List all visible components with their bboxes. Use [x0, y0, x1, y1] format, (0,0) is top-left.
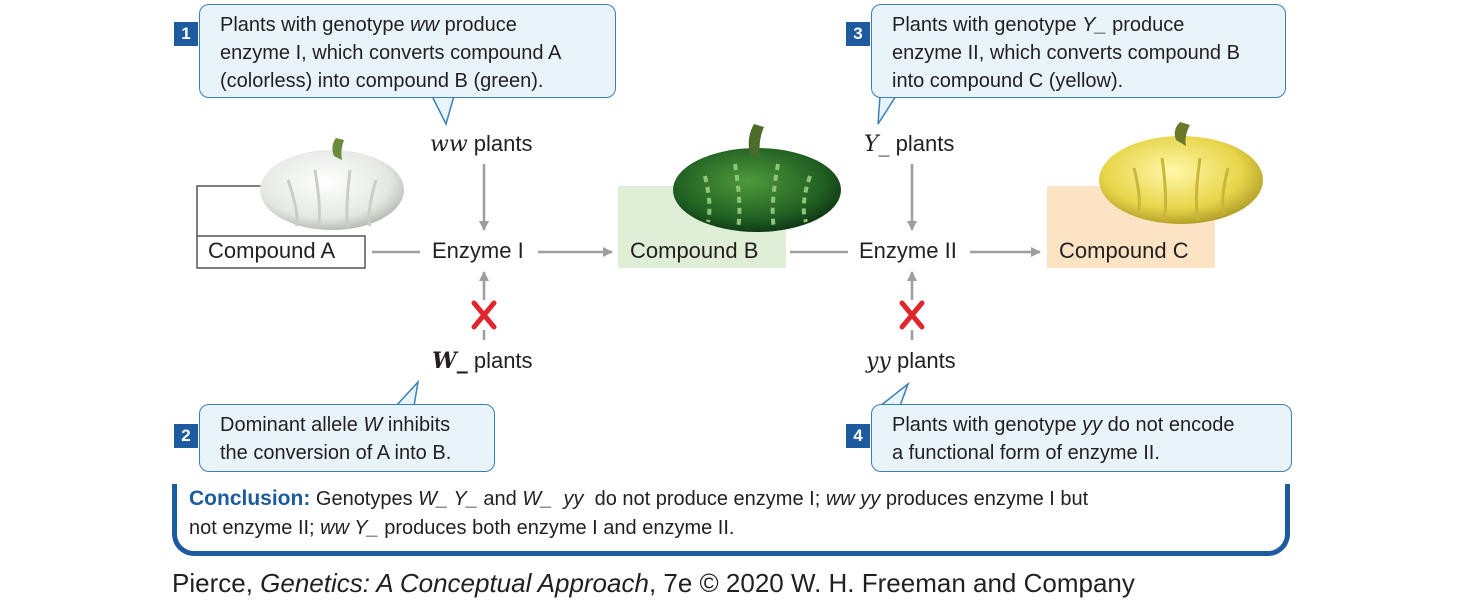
callout-1-pointer — [431, 95, 455, 127]
conclusion-heading: Conclusion: — [189, 487, 311, 510]
callout-2: Dominant allele W inhibits the conversio… — [199, 404, 495, 472]
compound-b-label: Compound B — [630, 238, 759, 263]
green-squash-image — [673, 124, 841, 232]
callout-4: Plants with genotype yy do not encode a … — [871, 404, 1292, 472]
callout-3-pointer — [877, 95, 897, 125]
step-3-badge: 3 — [846, 22, 870, 46]
enzyme-1-label: Enzyme I — [432, 238, 524, 263]
compound-a-bracket — [196, 185, 262, 236]
source-credit: Pierce, Genetics: A Conceptual Approach,… — [172, 568, 1135, 598]
block-cross-enzyme1 — [471, 300, 497, 330]
step-2-badge: 2 — [174, 424, 198, 448]
enzyme-2-label: Enzyme II — [859, 238, 957, 263]
step-4-badge: 4 — [846, 424, 870, 448]
yy-plants-label: yy plants — [866, 348, 956, 374]
conclusion-box: Conclusion: Genotypes W_ Y_ and W_ yy do… — [172, 484, 1290, 556]
callout-2-pointer — [395, 379, 420, 407]
compound-a-box — [196, 235, 366, 269]
W-plants-label: W_ plants — [432, 348, 533, 374]
block-cross-enzyme2 — [899, 300, 925, 330]
yellow-squash-image — [1099, 122, 1263, 224]
step-1-badge: 1 — [174, 22, 198, 46]
compound-a-label: Compound A — [208, 238, 336, 263]
callout-1: Plants with genotype ww produce enzyme I… — [199, 4, 616, 98]
Y-plants-label: Y_ plants — [864, 131, 955, 157]
compound-c-label: Compound C — [1059, 238, 1189, 263]
white-squash-image — [260, 138, 404, 230]
callout-4-pointer — [879, 381, 910, 407]
ww-plants-label: ww plants — [430, 131, 533, 157]
callout-3: Plants with genotype Y_ produce enzyme I… — [871, 4, 1286, 98]
